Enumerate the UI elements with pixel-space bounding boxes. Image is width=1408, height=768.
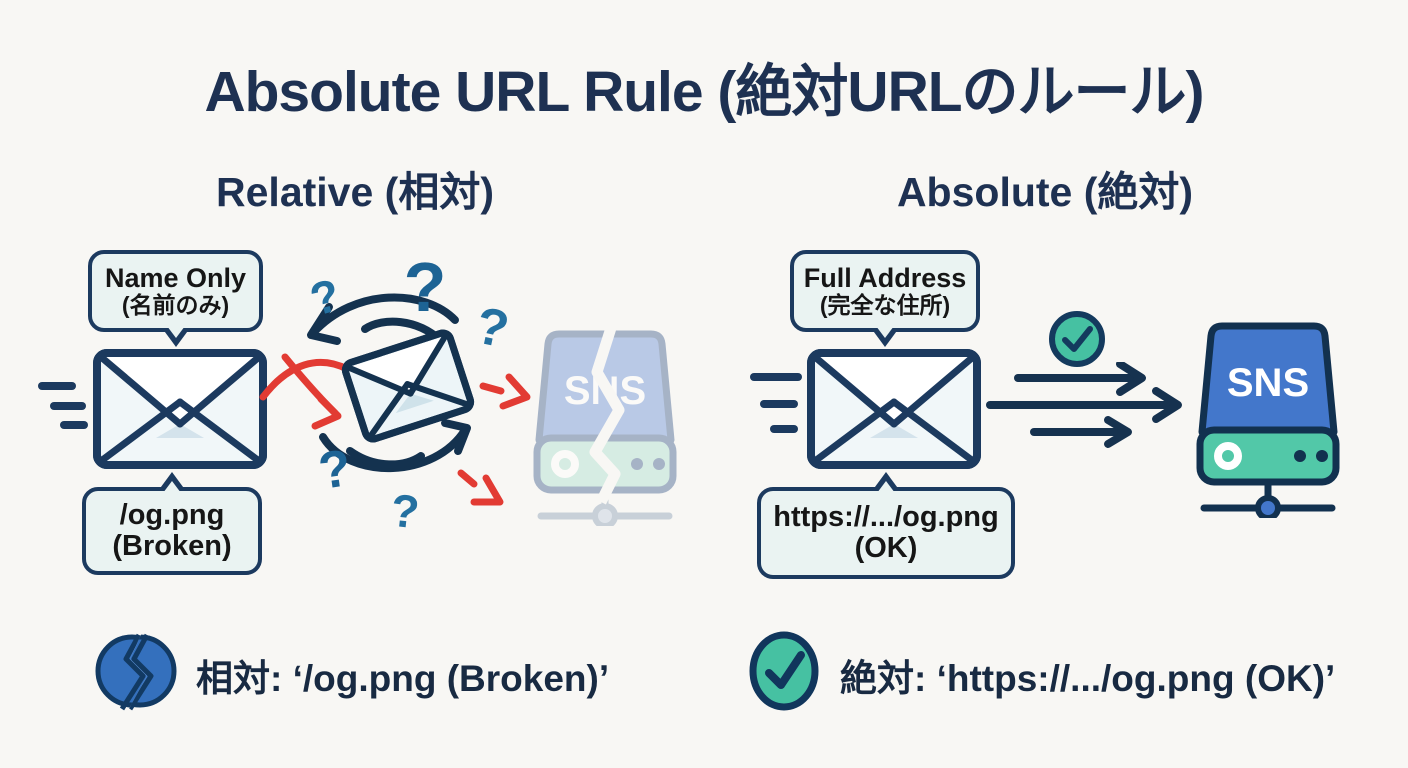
name-only-line1: Name Only bbox=[104, 263, 247, 293]
svg-text:?: ? bbox=[305, 268, 346, 326]
faded-broken-server-icon: SNS bbox=[533, 326, 677, 526]
red-dashed-arrow-icons bbox=[457, 373, 531, 506]
absolute-summary: 絶対: ‘https://.../og.png (OK)’ bbox=[840, 658, 1336, 699]
svg-text:?: ? bbox=[471, 296, 514, 359]
server-label: SNS bbox=[1227, 361, 1309, 405]
absolute-url-line1: https://.../og.png bbox=[773, 500, 999, 533]
relative-summary: 相対: ‘/og.png (Broken)’ bbox=[196, 658, 610, 699]
confused-loop-envelope-icon: ? ? ? ? ? bbox=[259, 248, 531, 539]
full-address-line1: Full Address bbox=[803, 263, 967, 293]
red-broken-arrow-icon bbox=[259, 353, 351, 430]
check-circle-icon bbox=[749, 631, 819, 711]
absolute-url-label: https://.../og.png (OK) bbox=[757, 472, 1015, 579]
svg-text:?: ? bbox=[388, 484, 421, 539]
check-circle-icon bbox=[1049, 311, 1105, 367]
name-only-label: Name Only (名前のみ) bbox=[88, 250, 263, 347]
page-title: Absolute URL Rule (絶対URLのルール) bbox=[204, 60, 1204, 124]
envelope-icon bbox=[38, 349, 267, 469]
relative-url-line2: (Broken) bbox=[112, 530, 232, 562]
broken-link-icon bbox=[95, 633, 177, 711]
svg-text:?: ? bbox=[404, 248, 447, 326]
full-address-line2: (完全な住所) bbox=[819, 292, 951, 319]
relative-url-line1: /og.png bbox=[119, 498, 225, 531]
relative-heading: Relative (相対) bbox=[216, 169, 494, 215]
absolute-heading: Absolute (絶対) bbox=[896, 169, 1194, 215]
absolute-url-line2: (OK) bbox=[854, 532, 918, 564]
name-only-line2: (名前のみ) bbox=[121, 292, 230, 319]
speed-arrow-icons bbox=[986, 362, 1182, 448]
relative-url-label: /og.png (Broken) bbox=[82, 472, 262, 575]
server-icon: SNS bbox=[1196, 322, 1340, 518]
envelope-icon bbox=[750, 349, 981, 469]
full-address-label: Full Address (完全な住所) bbox=[790, 250, 980, 347]
lost-envelope-icon bbox=[341, 329, 475, 443]
crack-icon bbox=[589, 326, 625, 505]
